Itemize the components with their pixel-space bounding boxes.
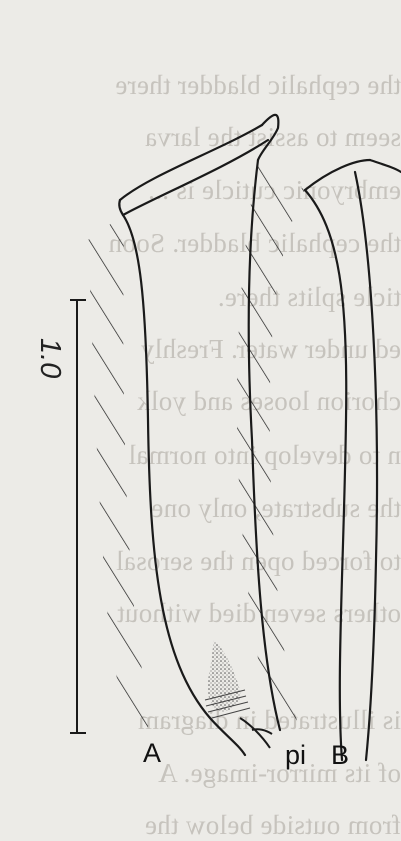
label-a: A bbox=[143, 740, 161, 767]
label-b: B bbox=[331, 742, 349, 769]
hatched-band bbox=[237, 160, 305, 730]
scale-bar bbox=[70, 300, 86, 733]
pi-leader bbox=[240, 718, 272, 748]
scale-label: 1.0 bbox=[33, 338, 66, 378]
label-pi: pi bbox=[285, 742, 306, 769]
